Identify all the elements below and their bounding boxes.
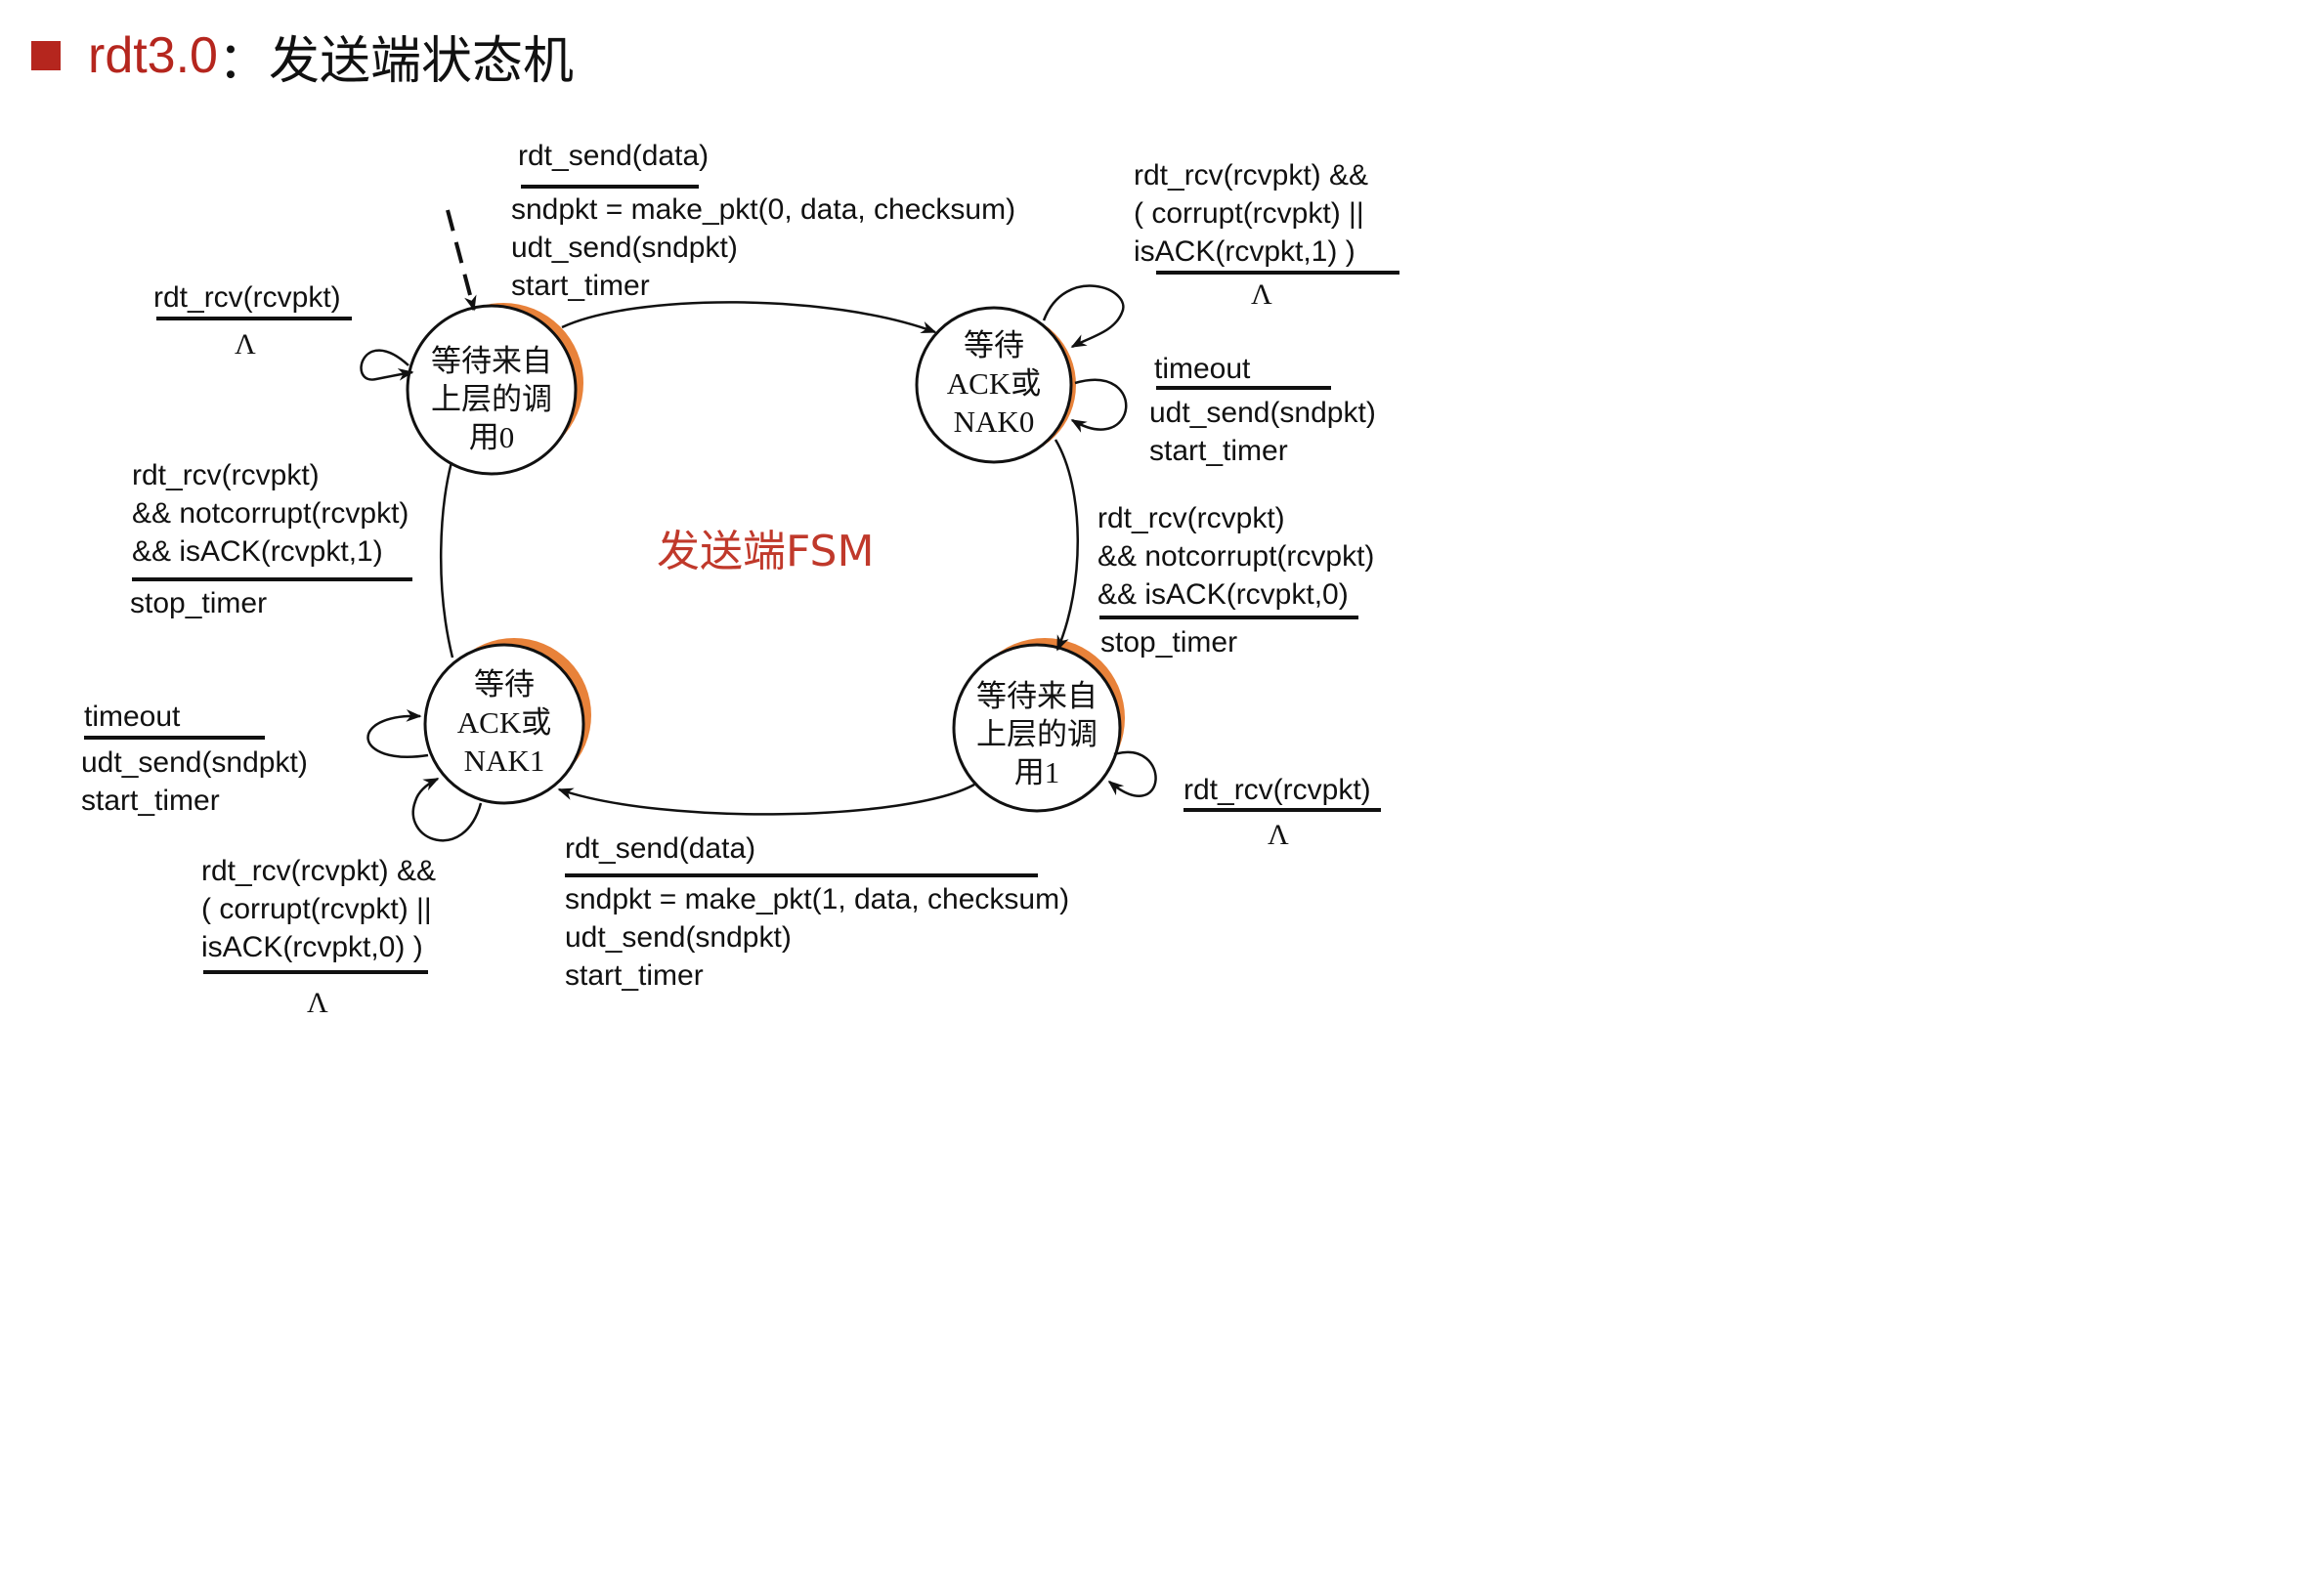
event-text: rdt_send(data) xyxy=(565,832,756,865)
state-line: 等待 xyxy=(964,328,1024,362)
fsm-diagram xyxy=(84,185,1399,974)
state-line: 等待 xyxy=(474,667,535,701)
loop-ack1-corrupt xyxy=(411,777,483,842)
state-wait-ack-1 xyxy=(423,643,585,805)
transition-ack1-timeout-actions: udt_send(sndpkt) start_timer xyxy=(81,744,308,820)
state-line: ACK或 xyxy=(456,705,552,740)
transition-ack1-timeout-event: timeout xyxy=(84,698,180,736)
transition-ack1-ok-action: stop_timer xyxy=(130,584,267,622)
event-text: rdt_send(data) xyxy=(518,140,710,172)
state-wait-call-1 xyxy=(952,643,1122,813)
loop-ack0-corrupt xyxy=(1042,284,1125,349)
event-line: && isACK(rcvpkt,1) xyxy=(132,535,383,568)
action-line: start_timer xyxy=(565,959,704,992)
action-line: stop_timer xyxy=(130,587,268,619)
event-line: && isACK(rcvpkt,0) xyxy=(1097,578,1349,611)
event-text: timeout xyxy=(1154,353,1251,385)
loop-ack0-timeout xyxy=(1070,378,1128,433)
action-line: stop_timer xyxy=(1100,626,1238,659)
state-line: 上层的调 xyxy=(976,717,1097,751)
initial-arrow xyxy=(446,209,477,312)
transition-ack0-ok-action: stop_timer xyxy=(1100,623,1237,661)
transition-ack1-ok-event: rdt_rcv(rcvpkt) && notcorrupt(rcvpkt) &&… xyxy=(132,456,409,571)
transition-send-0-actions: sndpkt = make_pkt(0, data, checksum) udt… xyxy=(511,191,1015,305)
event-line: && notcorrupt(rcvpkt) xyxy=(132,497,409,530)
action-line: start_timer xyxy=(1149,435,1288,467)
arrow-send-1 xyxy=(557,783,975,816)
transition-send-1-event: rdt_send(data) xyxy=(565,829,755,868)
state-label-wait-call-1: 等待来自 上层的调 用1 xyxy=(958,677,1116,791)
state-line: ACK或 xyxy=(946,366,1042,401)
arrow-send-0 xyxy=(561,301,937,334)
arrow-ack1-ok xyxy=(439,461,454,659)
state-line: 用1 xyxy=(1013,755,1060,789)
event-line: rdt_rcv(rcvpkt) xyxy=(132,459,320,491)
event-line: rdt_rcv(rcvpkt) && xyxy=(1134,159,1369,191)
state-wait-ack-0 xyxy=(915,306,1073,464)
transition-call1-rcv-event: rdt_rcv(rcvpkt) xyxy=(1184,771,1371,809)
event-text: timeout xyxy=(84,701,181,733)
action-line: udt_send(sndpkt) xyxy=(1149,397,1376,429)
fsm-center-label: 发送端FSM xyxy=(657,527,875,576)
loop-call1-rcv xyxy=(1107,750,1157,797)
state-line: NAK1 xyxy=(463,744,545,778)
event-line: ( corrupt(rcvpkt) || xyxy=(1134,197,1364,230)
action-line: start_timer xyxy=(511,270,650,302)
event-line: isACK(rcvpkt,1) ) xyxy=(1134,235,1356,268)
transition-ack0-corrupt-event: rdt_rcv(rcvpkt) && ( corrupt(rcvpkt) || … xyxy=(1134,156,1368,271)
lambda-call1-rcv: Λ xyxy=(1268,819,1289,851)
state-line: 等待来自 xyxy=(976,679,1097,713)
title-prefix: rdt3.0 xyxy=(88,27,218,84)
lambda-ack1-corrupt: Λ xyxy=(307,987,328,1019)
lambda-call0-rcv: Λ xyxy=(235,328,256,361)
action-line: udt_send(sndpkt) xyxy=(511,232,738,264)
state-wait-call-0 xyxy=(406,304,578,476)
event-line: isACK(rcvpkt,0) ) xyxy=(201,931,423,963)
loop-ack1-timeout xyxy=(366,709,429,758)
state-line: 上层的调 xyxy=(431,382,552,416)
arrow-ack0-ok xyxy=(1054,439,1079,652)
state-label-wait-ack-1: 等待 ACK或 NAK1 xyxy=(430,665,579,780)
state-label-wait-call-0: 等待来自 上层的调 用0 xyxy=(413,342,570,456)
event-line: && notcorrupt(rcvpkt) xyxy=(1097,540,1375,573)
transition-ack1-corrupt-event: rdt_rcv(rcvpkt) && ( corrupt(rcvpkt) || … xyxy=(201,852,436,966)
transition-ack0-timeout-actions: udt_send(sndpkt) start_timer xyxy=(1149,394,1376,470)
event-text: rdt_rcv(rcvpkt) xyxy=(153,281,341,314)
event-text: rdt_rcv(rcvpkt) xyxy=(1184,774,1371,806)
lambda-ack0-corrupt: Λ xyxy=(1251,278,1272,311)
action-line: udt_send(sndpkt) xyxy=(565,921,792,954)
action-line: sndpkt = make_pkt(0, data, checksum) xyxy=(511,193,1016,226)
transition-ack0-ok-event: rdt_rcv(rcvpkt) && notcorrupt(rcvpkt) &&… xyxy=(1097,499,1374,614)
event-line: ( corrupt(rcvpkt) || xyxy=(201,893,432,925)
action-line: udt_send(sndpkt) xyxy=(81,746,308,779)
state-line: 等待来自 xyxy=(431,344,552,378)
state-line: NAK0 xyxy=(953,404,1035,439)
transition-ack0-timeout-event: timeout xyxy=(1154,350,1250,388)
state-label-wait-ack-0: 等待 ACK或 NAK0 xyxy=(923,326,1065,441)
state-line: 用0 xyxy=(468,420,515,454)
title-bullet-square xyxy=(31,41,61,70)
transition-send-1-actions: sndpkt = make_pkt(1, data, checksum) udt… xyxy=(565,880,1069,995)
action-line: sndpkt = make_pkt(1, data, checksum) xyxy=(565,883,1070,915)
loop-call0-rcv xyxy=(360,349,414,381)
event-line: rdt_rcv(rcvpkt) xyxy=(1097,502,1285,534)
action-line: start_timer xyxy=(81,785,220,817)
event-line: rdt_rcv(rcvpkt) && xyxy=(201,855,437,887)
slide-title: rdt3.0 ：发送端状态机 xyxy=(31,21,574,91)
title-rest: ：发送端状态机 xyxy=(217,31,574,91)
transition-send-0-event: rdt_send(data) xyxy=(518,137,709,175)
transition-call0-rcv-event: rdt_rcv(rcvpkt) xyxy=(153,278,341,317)
